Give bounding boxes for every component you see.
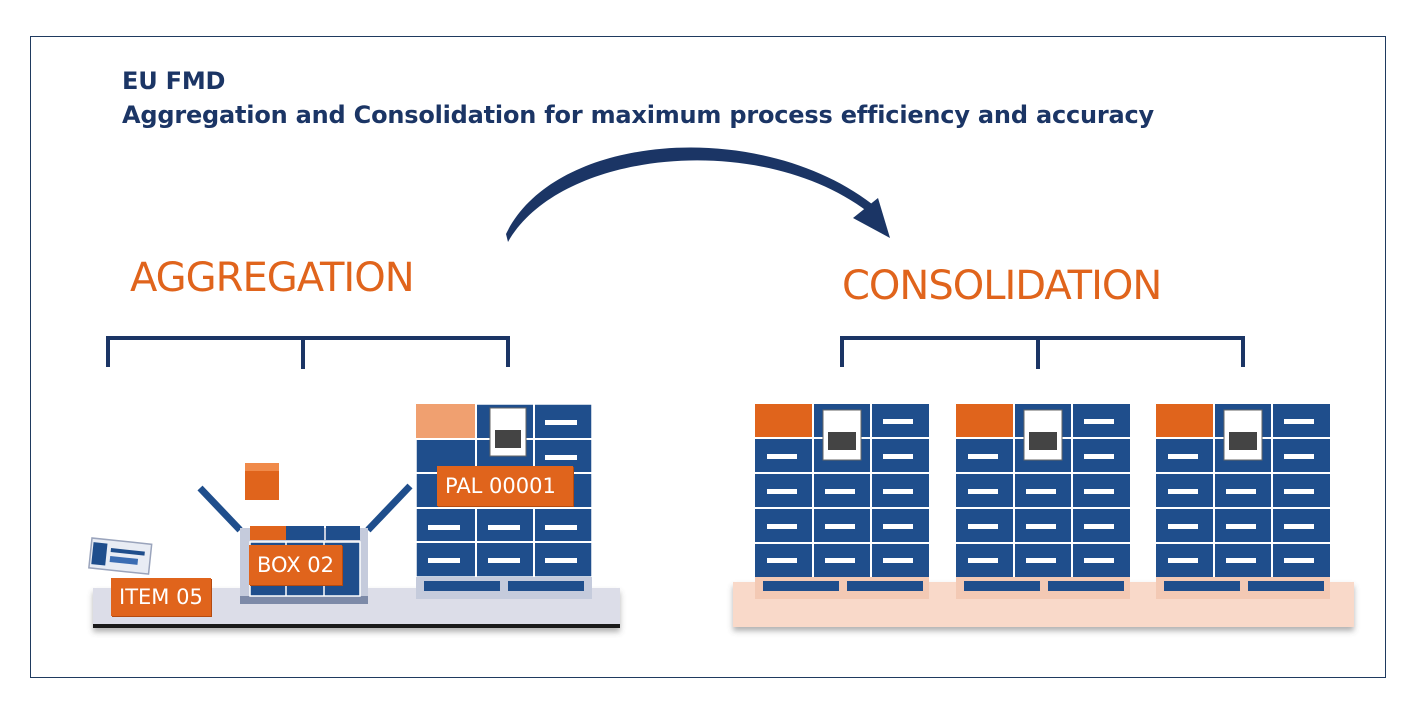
- title-line-1: EU FMD: [122, 67, 226, 95]
- consolidated-pallet-2: [956, 404, 1130, 599]
- consolidation-heading: CONSOLIDATION: [842, 263, 1162, 309]
- consolidated-pallet-3: [1156, 404, 1330, 599]
- diagram-frame: [30, 36, 1386, 678]
- pallet-label-tag: PAL 00001: [437, 466, 573, 506]
- curved-arrow: [506, 147, 890, 242]
- title-line-2: Aggregation and Consolidation for maximu…: [122, 101, 1154, 129]
- diagram-title: EU FMD Aggregation and Consolidation for…: [122, 64, 1154, 132]
- box-label-tag: BOX 02: [249, 545, 343, 585]
- aggregation-bracket: [106, 336, 510, 369]
- aggregation-heading: AGGREGATION: [130, 255, 415, 301]
- consolidation-bracket: [840, 336, 1245, 369]
- consolidated-pallet-1: [755, 404, 929, 599]
- item-label-tag: ITEM 05: [111, 578, 211, 616]
- item-pack-icon: [88, 537, 153, 575]
- floating-pack-icon: [245, 463, 279, 500]
